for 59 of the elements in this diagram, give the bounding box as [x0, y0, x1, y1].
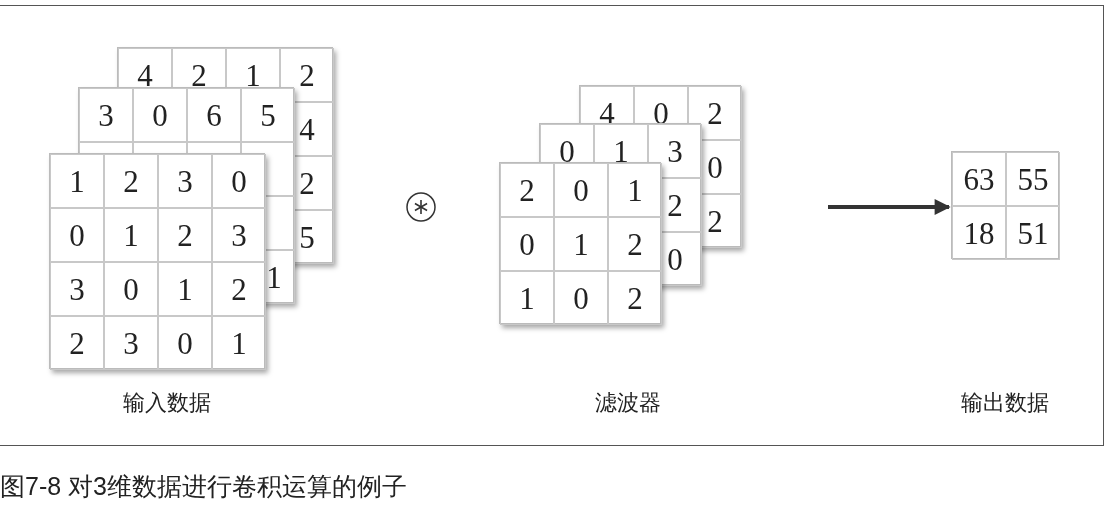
matrix-number: 51: [1017, 217, 1049, 249]
matrix-number: 3: [123, 327, 139, 359]
matrix-number: 1: [69, 165, 85, 197]
matrix-number: 0: [653, 97, 669, 129]
matrix-number: 3: [177, 165, 193, 197]
matrix-number: 1: [177, 273, 193, 305]
matrix-number: 2: [299, 59, 315, 91]
matrix-number: 0: [667, 243, 683, 275]
matrix-number: 0: [573, 174, 589, 206]
matrix-number: 2: [627, 228, 643, 260]
matrix-number: 6: [206, 99, 222, 131]
matrix-number: 0: [573, 282, 589, 314]
matrix-number: 1: [613, 135, 629, 167]
matrix-caption: 滤波器: [595, 389, 661, 417]
matrix-number: 3: [98, 99, 114, 131]
matrix-number: 2: [231, 273, 247, 305]
matrix-number: 0: [69, 219, 85, 251]
matrix-number: 1: [573, 228, 589, 260]
matrix-number: 55: [1017, 163, 1049, 195]
matrix-number: 2: [707, 205, 723, 237]
matrix-number: 2: [299, 167, 315, 199]
matrix-number: 0: [152, 99, 168, 131]
matrix-number: 1: [245, 59, 261, 91]
matrix-number: 0: [123, 273, 139, 305]
matrix-number: 4: [299, 113, 315, 145]
matrix-number: 2: [191, 59, 207, 91]
matrix-number: 3: [231, 219, 247, 251]
matrix-stack: [49, 47, 333, 368]
matrix-number: 0: [231, 165, 247, 197]
matrix-number: 4: [599, 97, 615, 129]
matrix-number: 4: [137, 59, 153, 91]
matrix-number: 18: [963, 217, 995, 249]
matrix-number: 1: [266, 261, 282, 293]
matrix-number: 3: [69, 273, 85, 305]
matrix-number: 2: [123, 165, 139, 197]
matrix-caption: 输出数据: [961, 389, 1049, 417]
figure-caption: 图7-8 对3维数据进行卷积运算的例子: [0, 471, 407, 502]
matrix-number: 0: [559, 135, 575, 167]
matrix-number: 3: [667, 135, 683, 167]
matrix-number: 1: [231, 327, 247, 359]
matrix-number: 1: [519, 282, 535, 314]
matrix-number: 5: [299, 221, 315, 253]
matrix-number: 2: [519, 174, 535, 206]
matrix-number: 1: [627, 174, 643, 206]
matrix-number: 1: [123, 219, 139, 251]
matrix-number: 2: [69, 327, 85, 359]
matrix-number: 2: [177, 219, 193, 251]
matrix-caption: 输入数据: [123, 389, 211, 417]
matrix-number: 63: [963, 163, 995, 195]
matrix-number: 2: [667, 189, 683, 221]
matrix-number: 0: [707, 151, 723, 183]
matrix-number: 0: [177, 327, 193, 359]
arrow: [828, 199, 951, 215]
matrix-stack: [499, 85, 741, 325]
matrix-number: 2: [707, 97, 723, 129]
matrix-number: 5: [260, 99, 276, 131]
matrix-stack: [951, 151, 1059, 259]
matrix-number: 0: [519, 228, 535, 260]
matrix-number: 2: [627, 282, 643, 314]
